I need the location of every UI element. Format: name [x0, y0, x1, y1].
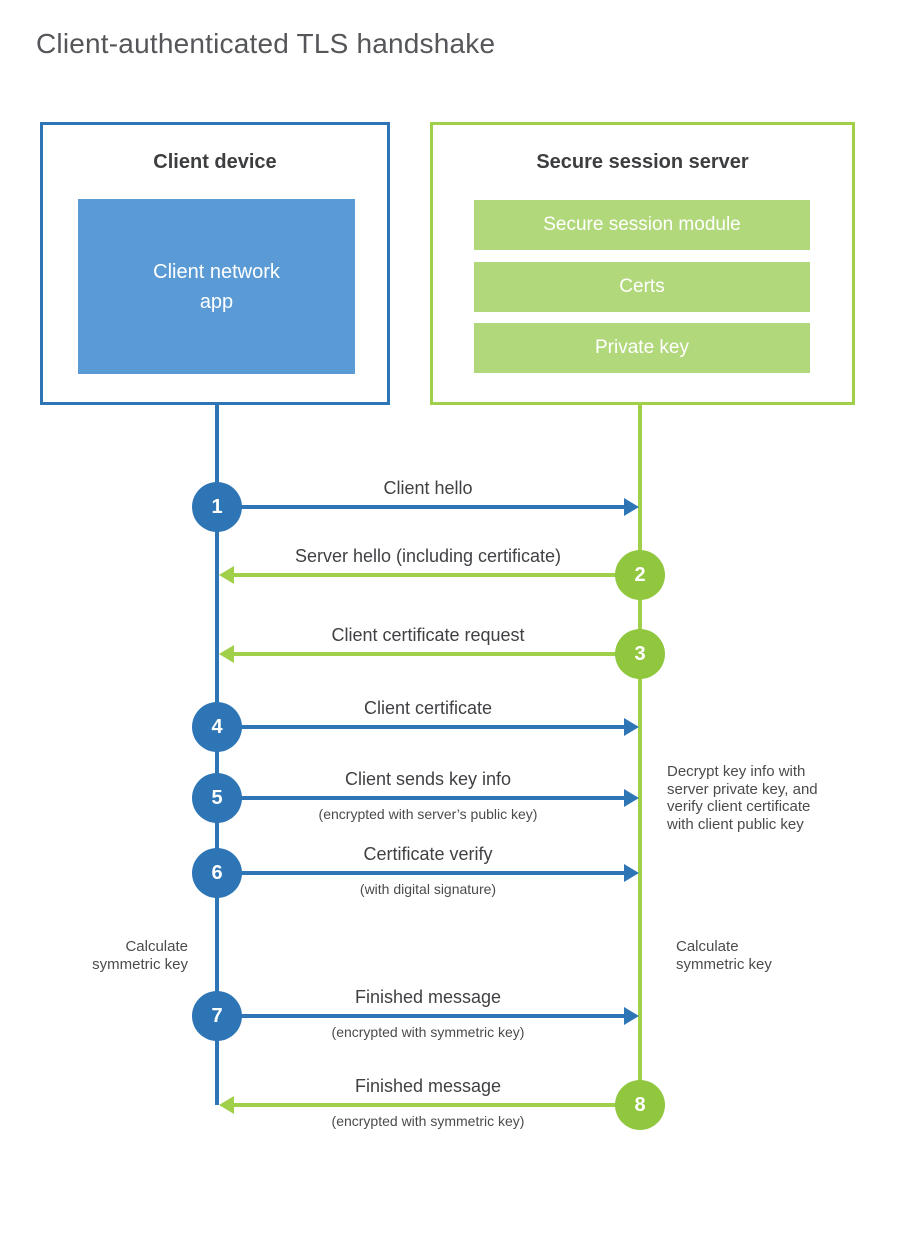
step-number-badge: 3 [615, 629, 665, 679]
page-title: Client-authenticated TLS handshake [36, 28, 496, 59]
step-sublabel: (encrypted with server’s public key) [318, 806, 538, 822]
server-module-certs: Certs [474, 262, 810, 312]
step-sublabel: (with digital signature) [359, 881, 497, 897]
arrowhead-left-icon [219, 1096, 234, 1114]
client-lifeline [215, 405, 219, 1105]
arrowhead-right-icon [624, 718, 639, 736]
step-label: Client certificate request [331, 625, 525, 645]
server-module-secure-session: Secure session module [474, 200, 810, 250]
arrow-shaft [217, 725, 624, 729]
step-label: Finished message [354, 987, 502, 1007]
step-number-badge: 5 [192, 773, 242, 823]
server-title: Secure session server [536, 151, 749, 173]
decrypt-note: Decrypt key info with server private key… [667, 763, 818, 833]
arrow-shaft [233, 1103, 638, 1107]
step-label: Client sends key info [344, 769, 512, 789]
step-sublabel: (encrypted with symmetric key) [331, 1113, 525, 1129]
arrowhead-left-icon [219, 566, 234, 584]
step-number-badge: 8 [615, 1080, 665, 1130]
arrowhead-right-icon [624, 498, 639, 516]
arrowhead-right-icon [624, 789, 639, 807]
client-network-app-box: Client network app [78, 199, 355, 374]
server-module-private-key: Private key [474, 323, 810, 373]
client-device-title: Client device [153, 151, 277, 173]
calc-symmetric-key-server: Calculate symmetric key [676, 938, 772, 973]
step-label: Client hello [383, 478, 473, 498]
step-label: Finished message [354, 1076, 502, 1096]
arrow-shaft [217, 505, 624, 509]
step-number-badge: 2 [615, 550, 665, 600]
client-device-box: Client device Client network app [40, 122, 390, 405]
arrow-shaft [217, 871, 624, 875]
step-label: Client certificate [363, 698, 493, 718]
step-label: Certificate verify [363, 844, 493, 864]
step-number-badge: 4 [192, 702, 242, 752]
calc-symmetric-key-client: Calculate symmetric key [92, 938, 188, 973]
arrowhead-right-icon [624, 1007, 639, 1025]
arrowhead-right-icon [624, 864, 639, 882]
step-number-badge: 1 [192, 482, 242, 532]
arrow-shaft [233, 573, 638, 577]
step-sublabel: (encrypted with symmetric key) [331, 1024, 525, 1040]
arrow-shaft [217, 796, 624, 800]
step-number-badge: 7 [192, 991, 242, 1041]
server-box: Secure session server Secure session mod… [430, 122, 855, 405]
arrowhead-left-icon [219, 645, 234, 663]
step-number-badge: 6 [192, 848, 242, 898]
arrow-shaft [217, 1014, 624, 1018]
arrow-shaft [233, 652, 638, 656]
server-lifeline [638, 405, 642, 1127]
step-label: Server hello (including certificate) [294, 546, 562, 566]
